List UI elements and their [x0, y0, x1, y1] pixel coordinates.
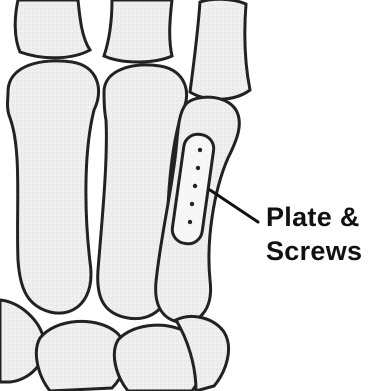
- label-line-1: Plate &: [266, 200, 362, 234]
- label-leader-line: [210, 190, 258, 222]
- screw-hole: [190, 202, 194, 206]
- screw-hole: [193, 184, 197, 188]
- metacarpal-left: [8, 61, 99, 313]
- label-line-2: Screws: [266, 234, 362, 268]
- proximal-phalanx-middle: [104, 0, 172, 62]
- plate-and-screws-label: Plate & Screws: [266, 200, 362, 268]
- proximal-phalanx-right: [190, 0, 250, 99]
- screw-hole: [188, 220, 192, 224]
- proximal-phalanx-left: [15, 0, 90, 58]
- screw-hole: [198, 148, 202, 152]
- screw-hole: [196, 166, 200, 170]
